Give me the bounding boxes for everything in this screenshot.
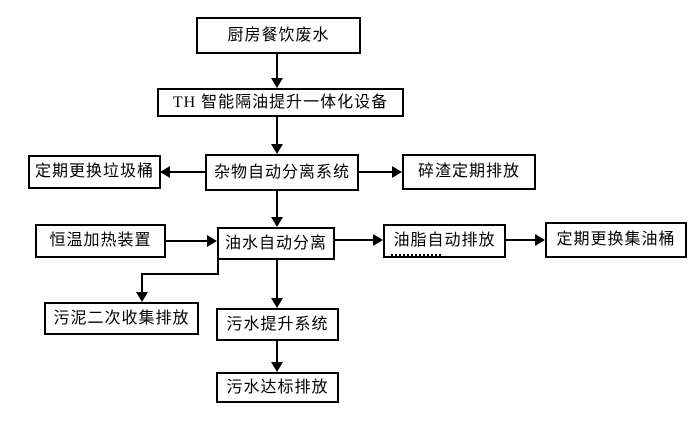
- connector-grease-to-barrel: [506, 239, 535, 241]
- node-grease-discharge: 油脂自动排放: [383, 224, 506, 258]
- arrowhead-right-icon: [207, 235, 217, 247]
- connector-elbow-drop: [217, 259, 219, 275]
- node-sludge-discharge: 污泥二次收集排放: [44, 302, 199, 335]
- connector-debris-to-residue: [359, 171, 392, 173]
- node-residue-discharge: 碎渣定期排放: [402, 154, 536, 190]
- connector-debris-to-oilwater: [276, 190, 278, 217]
- connector-oilwater-to-lift: [276, 259, 278, 298]
- node-sewage-lift-system: 污水提升系统: [216, 308, 339, 341]
- arrowhead-down-icon: [271, 298, 283, 308]
- node-kitchen-wastewater: 厨房餐饮废水: [196, 17, 361, 54]
- arrowhead-down-icon: [271, 362, 283, 372]
- arrowhead-down-icon: [136, 292, 148, 302]
- connector-kitchen-to-device: [276, 53, 278, 78]
- connector-heater-to-oilwater: [166, 240, 207, 242]
- node-debris-separation: 杂物自动分离系统: [205, 154, 359, 191]
- arrowhead-down-icon: [271, 217, 283, 227]
- connector-device-to-debris: [276, 117, 278, 144]
- connector-lift-to-discharge: [276, 341, 278, 362]
- node-th-device: TH 智能隔油提升一体化设备: [157, 88, 404, 117]
- arrowhead-right-icon: [373, 234, 383, 246]
- connector-debris-to-trashbin: [170, 171, 205, 173]
- connector-elbow-to-sludge: [141, 273, 143, 292]
- node-replace-trash-bin: 定期更换垃圾桶: [28, 155, 161, 189]
- node-oil-water-separation: 油水自动分离: [217, 227, 335, 260]
- connector-elbow-across: [141, 273, 219, 275]
- node-heating-device: 恒温加热装置: [35, 224, 166, 258]
- arrowhead-down-icon: [271, 144, 283, 154]
- node-standard-discharge: 污水达标排放: [216, 372, 339, 403]
- node-replace-oil-barrel: 定期更换集油桶: [545, 222, 687, 258]
- connector-oilwater-to-grease: [335, 239, 373, 241]
- arrowhead-left-icon: [160, 166, 170, 178]
- spellcheck-dots: [391, 246, 441, 256]
- arrowhead-down-icon: [271, 78, 283, 88]
- arrowhead-right-icon: [392, 166, 402, 178]
- arrowhead-right-icon: [535, 234, 545, 246]
